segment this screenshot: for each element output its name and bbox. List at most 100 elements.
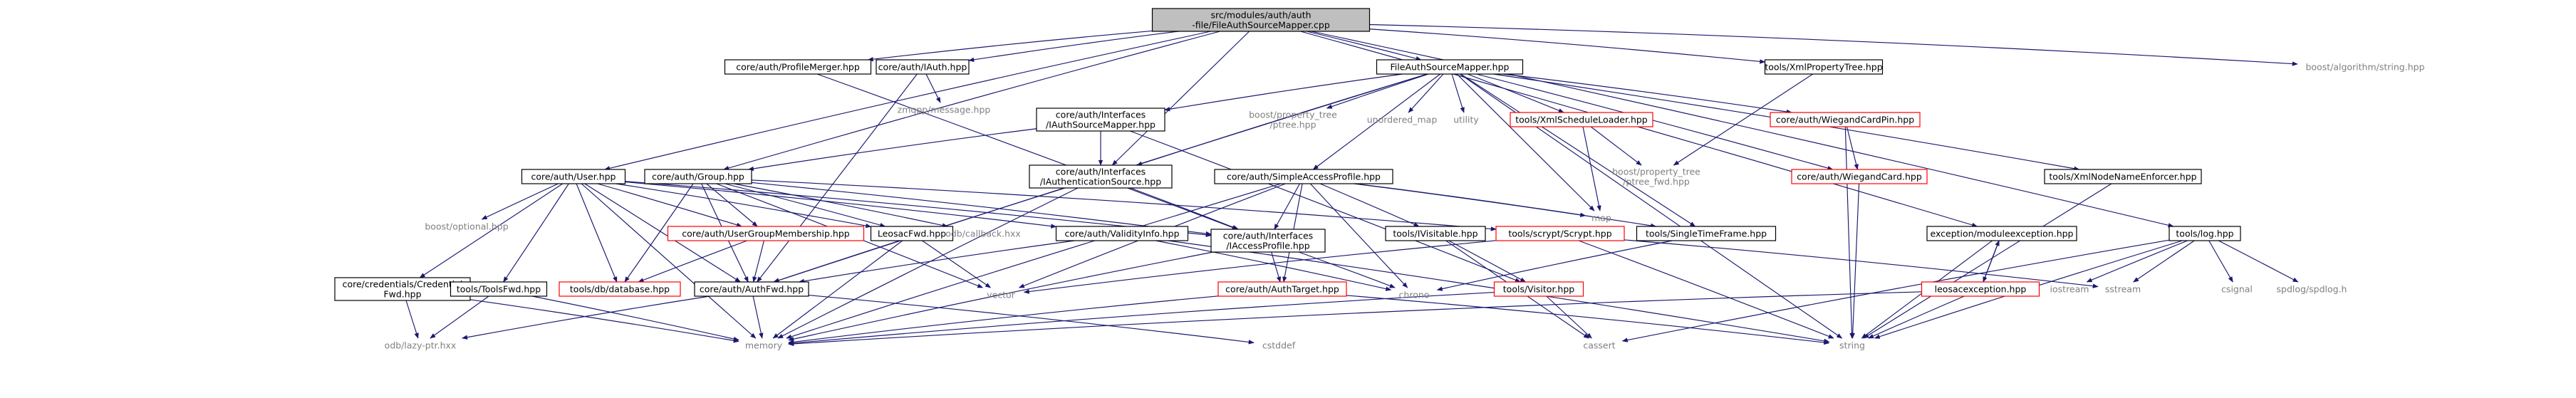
node-toolsfwd[interactable]: tools/ToolsFwd.hpp: [450, 281, 548, 297]
node-root[interactable]: src/modules/auth/auth-file/FileAuthSourc…: [1151, 8, 1371, 32]
node-validity[interactable]: core/auth/ValidityInfo.hpp: [1055, 226, 1189, 241]
node-box-iauth: [876, 59, 970, 75]
node-cassert: cassert: [1583, 340, 1615, 351]
edge-user-to-leosacfwd: [616, 183, 872, 229]
node-xmlsched[interactable]: tools/XmlScheduleLoader.hpp: [1510, 112, 1653, 127]
node-iauth[interactable]: core/auth/IAuth.hpp: [876, 59, 970, 75]
node-label-bpt_fwd: boost/property_tree: [1612, 167, 1700, 177]
edge-xmlsched-to-bpt_fwd: [1590, 126, 1642, 166]
edge-group-to-odb_cb: [733, 183, 948, 228]
node-vector: vector: [987, 290, 1016, 300]
node-label-utility: utility: [1453, 115, 1479, 125]
edge-iauthsrc-to-memory: [777, 187, 1079, 339]
node-box-toolsfwd: [450, 281, 548, 297]
node-box-stf: [1636, 226, 1777, 241]
node-wcard[interactable]: core/auth/WiegandCard.hpp: [1791, 169, 1928, 184]
node-label-iaccess: /IAccessProfile.hpp: [1226, 241, 1309, 251]
edge-root-to-iauthsrc: [1111, 31, 1250, 166]
edge-root-to-user: [604, 31, 1211, 171]
node-iaccess[interactable]: core/auth/Interfaces/IAccessProfile.hpp: [1210, 229, 1326, 253]
node-label-ivisitable: tools/IVisitable.hpp: [1393, 229, 1477, 239]
node-ugm[interactable]: core/auth/UserGroupMembership.hpp: [667, 226, 865, 241]
edge-authfwd-to-cstddef: [808, 294, 1255, 345]
edge-fasm-to-string: [1460, 73, 1843, 339]
node-label-root: src/modules/auth/auth: [1210, 10, 1311, 21]
edge-root-to-iauth: [968, 31, 1179, 63]
node-box-leosacfwd: [870, 226, 954, 241]
node-label-profile_merger: core/auth/ProfileMerger.hpp: [736, 62, 860, 73]
node-chrono: chrono: [1399, 290, 1430, 300]
node-box-sap: [1214, 169, 1393, 184]
node-box-ugm: [667, 226, 865, 241]
node-iostream: iostream: [2050, 284, 2089, 295]
node-label-log: tools/log.hpp: [2176, 229, 2233, 239]
edge-iasm-to-visitor: [1130, 130, 1521, 283]
edge-wpin-to-string: [1844, 126, 1854, 339]
node-stf[interactable]: tools/SingleTimeFrame.hpp: [1636, 226, 1777, 241]
node-label-leosacexc: leosacexception.hpp: [1935, 284, 2027, 295]
node-scrypt[interactable]: tools/scrypt/Scrypt.hpp: [1495, 226, 1625, 241]
edge-ugm-to-dbhpp: [638, 240, 747, 283]
node-leosacexc[interactable]: leosacexception.hpp: [1921, 281, 2040, 297]
edge-visitor-to-cassert: [1546, 295, 1592, 339]
edge-iaccess-to-memory: [788, 251, 1214, 342]
edge-iasm-to-group: [747, 128, 1037, 172]
edge-fasm-to-wpin: [1502, 73, 1792, 115]
edge-sap-to-chrono: [1309, 183, 1408, 288]
node-bpt_ptree: boost/property_tree/ptree.hpp: [1249, 110, 1337, 130]
node-box-modexc: [1926, 226, 2077, 241]
node-profile_merger[interactable]: core/auth/ProfileMerger.hpp: [724, 59, 872, 75]
node-wpin[interactable]: core/auth/WiegandCardPin.hpp: [1770, 112, 1921, 127]
node-label-xmlprop: tools/XmlPropertyTree.hpp: [1765, 62, 1882, 73]
node-box-validity: [1055, 226, 1189, 241]
node-xmlprop[interactable]: tools/XmlPropertyTree.hpp: [1764, 59, 1884, 75]
edge-authtarget-to-string: [1346, 295, 1830, 345]
node-boost_algo: boost/algorithm/string.hpp: [2305, 62, 2424, 73]
node-modexc[interactable]: exception/moduleexception.hpp: [1926, 226, 2077, 241]
node-box-authfwd: [694, 281, 809, 297]
node-box-scrypt: [1495, 226, 1625, 241]
node-label-xmlsched: tools/XmlScheduleLoader.hpp: [1515, 115, 1648, 125]
node-log[interactable]: tools/log.hpp: [2169, 226, 2241, 241]
node-user[interactable]: core/auth/User.hpp: [521, 169, 626, 184]
node-box-dbhpp: [559, 281, 681, 297]
node-dbhpp[interactable]: tools/db/database.hpp: [559, 281, 681, 297]
edge-log-to-spdlog: [2218, 240, 2299, 283]
edge-iauth-to-zmqpp: [925, 73, 941, 103]
node-box-user: [521, 169, 626, 184]
node-iasm[interactable]: core/auth/Interfaces/IAuthSourceMapper.h…: [1036, 108, 1165, 132]
node-ivisitable[interactable]: tools/IVisitable.hpp: [1385, 226, 1486, 241]
node-label-wcard: core/auth/WiegandCard.hpp: [1797, 172, 1922, 182]
edge-sap-to-ivisitable: [1319, 183, 1420, 227]
edge-validity-to-authfwd: [798, 240, 1075, 284]
edge-group-to-ugm: [706, 183, 758, 227]
node-label-toolsfwd: tools/ToolsFwd.hpp: [457, 284, 541, 295]
edge-ugm-to-authfwd: [752, 240, 764, 283]
node-xmlnode[interactable]: tools/XmlNodeNameEnforcer.hpp: [2044, 169, 2202, 184]
edge-scrypt-to-string: [1578, 240, 1834, 339]
node-sap[interactable]: core/auth/SimpleAccessProfile.hpp: [1214, 169, 1393, 184]
node-authtarget[interactable]: core/auth/AuthTarget.hpp: [1217, 281, 1347, 297]
node-box-xmlprop: [1764, 59, 1884, 75]
edge-sap-to-memory: [786, 183, 1282, 339]
node-memory: memory: [745, 340, 783, 351]
node-authfwd[interactable]: core/auth/AuthFwd.hpp: [694, 281, 809, 297]
edge-fasm-to-unordered_map: [1408, 73, 1444, 113]
node-boost_opt: boost/optional.hpp: [425, 221, 508, 232]
node-visitor[interactable]: tools/Visitor.hpp: [1493, 281, 1584, 297]
node-bpt_fwd: boost/property_tree/ptree_fwd.hpp: [1612, 167, 1700, 187]
edge-root-to-fasm: [1307, 31, 1422, 61]
node-label-iauthsrc: core/auth/Interfaces: [1056, 167, 1146, 177]
edge-user-to-authfwd: [584, 183, 741, 283]
node-fasm[interactable]: FileAuthSourceMapper.hpp: [1376, 59, 1524, 75]
node-string: string: [1839, 340, 1865, 351]
edge-root-to-profile_merger: [867, 30, 1153, 62]
edge-group-to-iaccess: [751, 182, 1212, 236]
node-label-leosacfwd: LeosacFwd.hpp: [878, 229, 946, 239]
node-label-bpt_ptree: /ptree.hpp: [1269, 120, 1316, 130]
edge-iaccess-to-chrono: [1298, 251, 1396, 288]
node-leosacfwd[interactable]: LeosacFwd.hpp: [870, 226, 954, 241]
node-iauthsrc[interactable]: core/auth/Interfaces/IAuthenticationSour…: [1029, 164, 1173, 189]
node-group[interactable]: core/auth/Group.hpp: [644, 169, 752, 184]
